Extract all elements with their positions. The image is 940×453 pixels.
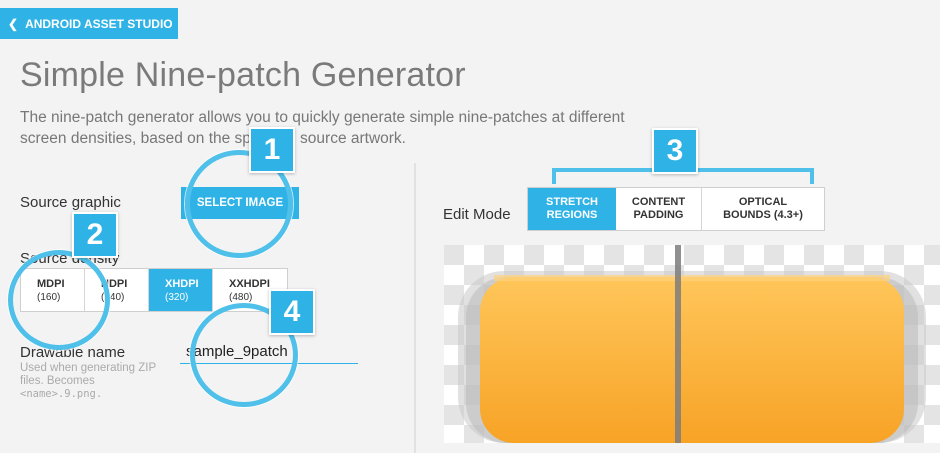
density-name: XHDPI: [165, 277, 199, 290]
select-image-button[interactable]: SELECT IMAGE: [181, 187, 299, 219]
density-dpi: (160): [37, 291, 61, 303]
density-name: XXHDPI: [229, 277, 270, 290]
nine-patch-preview-canvas[interactable]: [444, 245, 940, 443]
page-title: Simple Nine-patch Generator: [20, 56, 466, 94]
chevron-left-icon: ❮: [8, 16, 19, 31]
callout-badge-3: 3: [652, 128, 698, 174]
density-name: MDPI: [37, 277, 65, 290]
density-option-xxhdpi[interactable]: XXHDPI (480): [213, 269, 287, 311]
back-to-asset-studio-button[interactable]: ❮ ANDROID ASSET STUDIO: [0, 8, 178, 39]
drawable-name-hint: Used when generating ZIP files. Becomes …: [20, 362, 160, 401]
hint-code: <name>.9.png.: [20, 388, 103, 400]
stretch-region-guide[interactable]: [675, 245, 681, 443]
page-description: The nine-patch generator allows you to q…: [20, 109, 625, 147]
density-dpi: (320): [165, 291, 189, 303]
density-dpi: (240): [101, 291, 125, 303]
column-divider: [414, 163, 416, 453]
artwork-highlight: [494, 275, 890, 281]
drawable-name-input[interactable]: [180, 340, 358, 364]
density-name: HDPI: [101, 277, 128, 290]
density-option-mdpi[interactable]: MDPI (160): [21, 269, 85, 311]
callout-badge-4: 4: [269, 289, 315, 335]
callout-badge-1: 1: [249, 127, 295, 173]
drawable-name-label: Drawable name: [20, 344, 126, 361]
source-density-selector: MDPI (160) HDPI (240) XHDPI (320) XXHDPI…: [20, 268, 288, 312]
edit-mode-label: Edit Mode: [443, 206, 511, 223]
back-button-label: ANDROID ASSET STUDIO: [25, 16, 173, 31]
source-graphic-label: Source graphic: [20, 194, 121, 211]
density-dpi: (480): [229, 291, 253, 303]
callout-badge-2: 2: [72, 212, 118, 258]
density-option-xhdpi[interactable]: XHDPI (320): [149, 269, 213, 311]
density-option-hdpi[interactable]: HDPI (240): [85, 269, 149, 311]
orange-button-artwork: [480, 277, 904, 443]
hint-text: Used when generating ZIP files. Becomes: [20, 362, 156, 387]
